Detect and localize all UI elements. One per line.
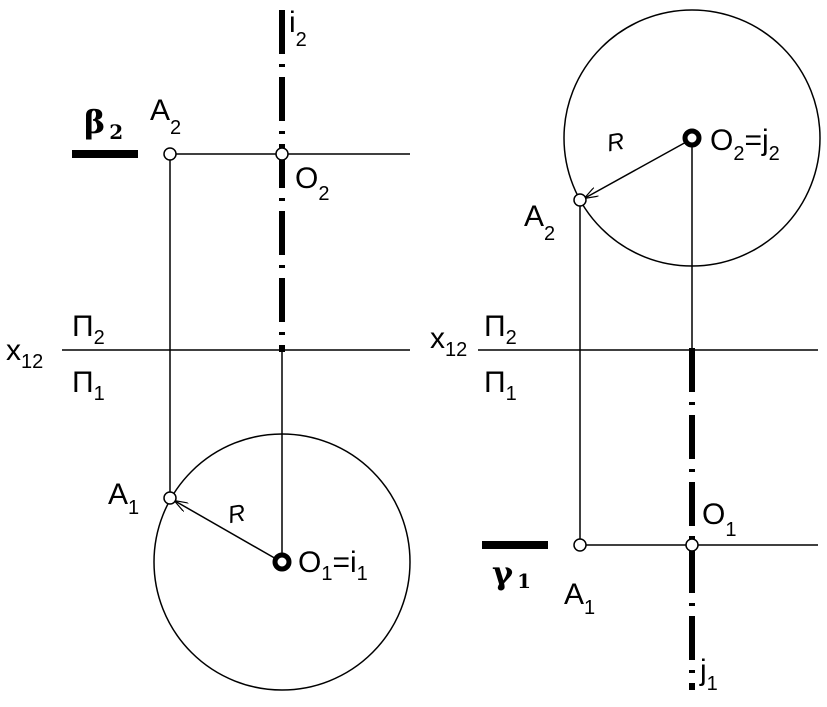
label-j1: j1 [699,654,718,695]
label-i2: i2 [289,6,307,51]
point-o1-left [272,552,292,572]
right-rotation-circle [563,9,821,267]
label-o1-i1: O1=i1 [298,546,368,585]
label-x12-left: x12 [6,334,43,373]
left-rotation-circle [153,433,411,691]
label-pi1-left: Π1 [72,366,105,405]
left-radius-arrow [175,501,279,561]
label-pi1-right: Π1 [484,366,517,405]
label-a2-right: A2 [524,200,555,245]
label-x12-right: x12 [430,322,467,361]
label-a2-left: A2 [150,94,181,139]
label-r-right: R [605,128,627,158]
label-o2-left: O2 [295,162,329,205]
point-a1-left [163,491,177,505]
point-o1-right [685,538,699,552]
label-a1-left: A1 [108,478,139,519]
right-radius-arrow [585,140,689,198]
label-pi2-right: Π2 [484,310,517,349]
label-a1-right: A1 [564,578,595,619]
label-o1-right: O1 [702,498,736,541]
point-a1-right [573,538,587,552]
point-o2-right [682,128,702,148]
label-o2-j2: O2=j2 [710,124,780,165]
label-pi2-left: Π2 [72,310,105,349]
point-a2-left [163,147,177,161]
point-o2-left [275,147,289,161]
label-r-left: R [226,500,248,530]
point-a2-right [573,193,587,207]
